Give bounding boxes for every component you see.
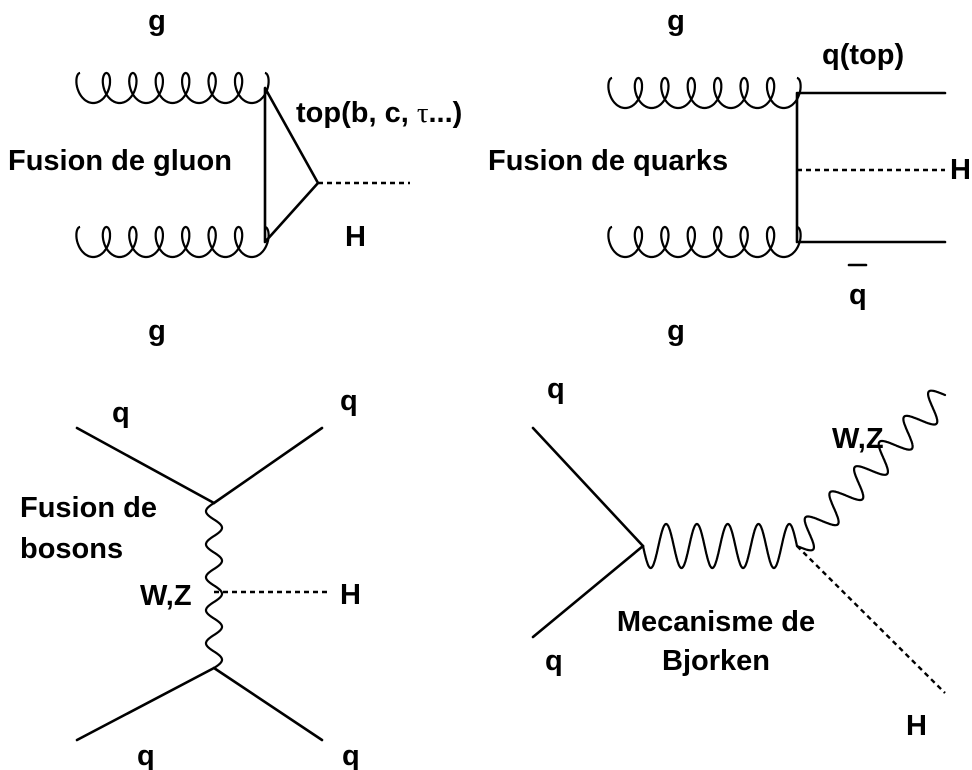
panel-quark-fusion: g g Fusion de quarks q(top) q H [488,5,971,347]
process-title-bjorken-line2: Bjorken [662,645,770,677]
boson-label: W,Z [140,580,192,612]
quark-line-out-top [212,426,324,505]
process-title-bjorken-line1: Mecanisme de [617,606,815,638]
quark-line-in-top [75,426,216,505]
quark-label-in-bottom: q [545,645,563,677]
boson-propagator [641,522,799,570]
gluon-line-top [75,71,270,105]
higgs-label: H [345,221,366,253]
quark-line-in-top [531,426,645,548]
antiquark-label: q [849,279,867,311]
gluon-line-top [607,76,802,110]
quark-label-in-bottom: q [137,740,155,770]
quark-label-out-top: q [340,385,358,417]
process-title-boson-fusion-line2: bosons [20,533,123,565]
panel-boson-fusion: q q q q Fusion de bosons W,Z H [20,385,361,770]
top-quark-label: q(top) [822,39,904,71]
higgs-label: H [906,710,927,742]
process-title-quark-fusion: Fusion de quarks [488,145,728,177]
panel-bjorken: q q W,Z H Mecanisme de Bjorken [531,373,947,742]
boson-outgoing [795,389,947,552]
boson-propagator [204,501,224,670]
quark-label-out-bottom: q [342,740,360,770]
higgs-line [796,545,946,694]
panel-gluon-fusion: g g Fusion de gluon top(b, c, τ...) H [8,5,462,347]
quark-line-in-bottom [75,666,216,742]
quark-line [795,91,947,244]
gluon-label-bottom: g [667,315,685,347]
quark-label-in-top: q [112,397,130,429]
higgs-label: H [950,154,971,186]
higgs-label: H [340,579,361,611]
gluon-line-bottom [75,225,270,259]
gluon-label-bottom: g [148,315,166,347]
loop-quark-label: top(b, c, τ...) [296,97,462,129]
gluon-label-top: g [667,5,685,37]
quark-loop-triangle [263,86,320,244]
boson-label: W,Z [832,423,884,455]
gluon-line-bottom [607,225,802,259]
quark-line-out-bottom [212,666,324,742]
quark-line-in-bottom [531,544,645,639]
process-title-gluon-fusion: Fusion de gluon [8,145,232,177]
gluon-label-top: g [148,5,166,37]
process-title-boson-fusion-line1: Fusion de [20,492,157,524]
quark-label-in-top: q [547,373,565,405]
